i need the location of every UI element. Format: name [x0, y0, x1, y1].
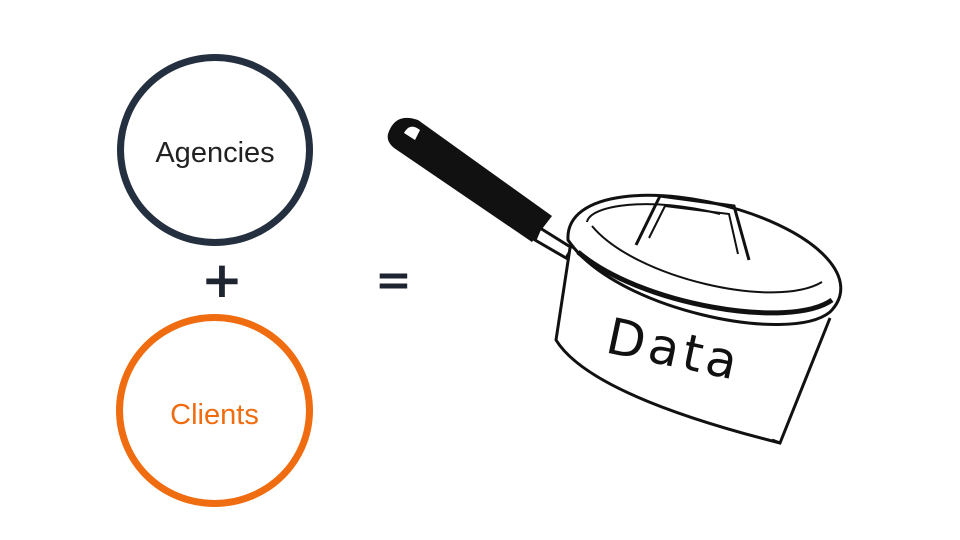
pot-body — [554, 247, 832, 445]
equals-sign: = — [375, 255, 412, 306]
lid-handle — [634, 194, 751, 261]
pot-handle — [387, 117, 575, 261]
agencies-circle: Agencies — [117, 54, 313, 246]
plus-sign: + — [201, 251, 243, 309]
clients-label: Clients — [170, 399, 259, 431]
clients-circle: Clients — [116, 314, 313, 507]
agencies-label: Agencies — [155, 137, 275, 169]
